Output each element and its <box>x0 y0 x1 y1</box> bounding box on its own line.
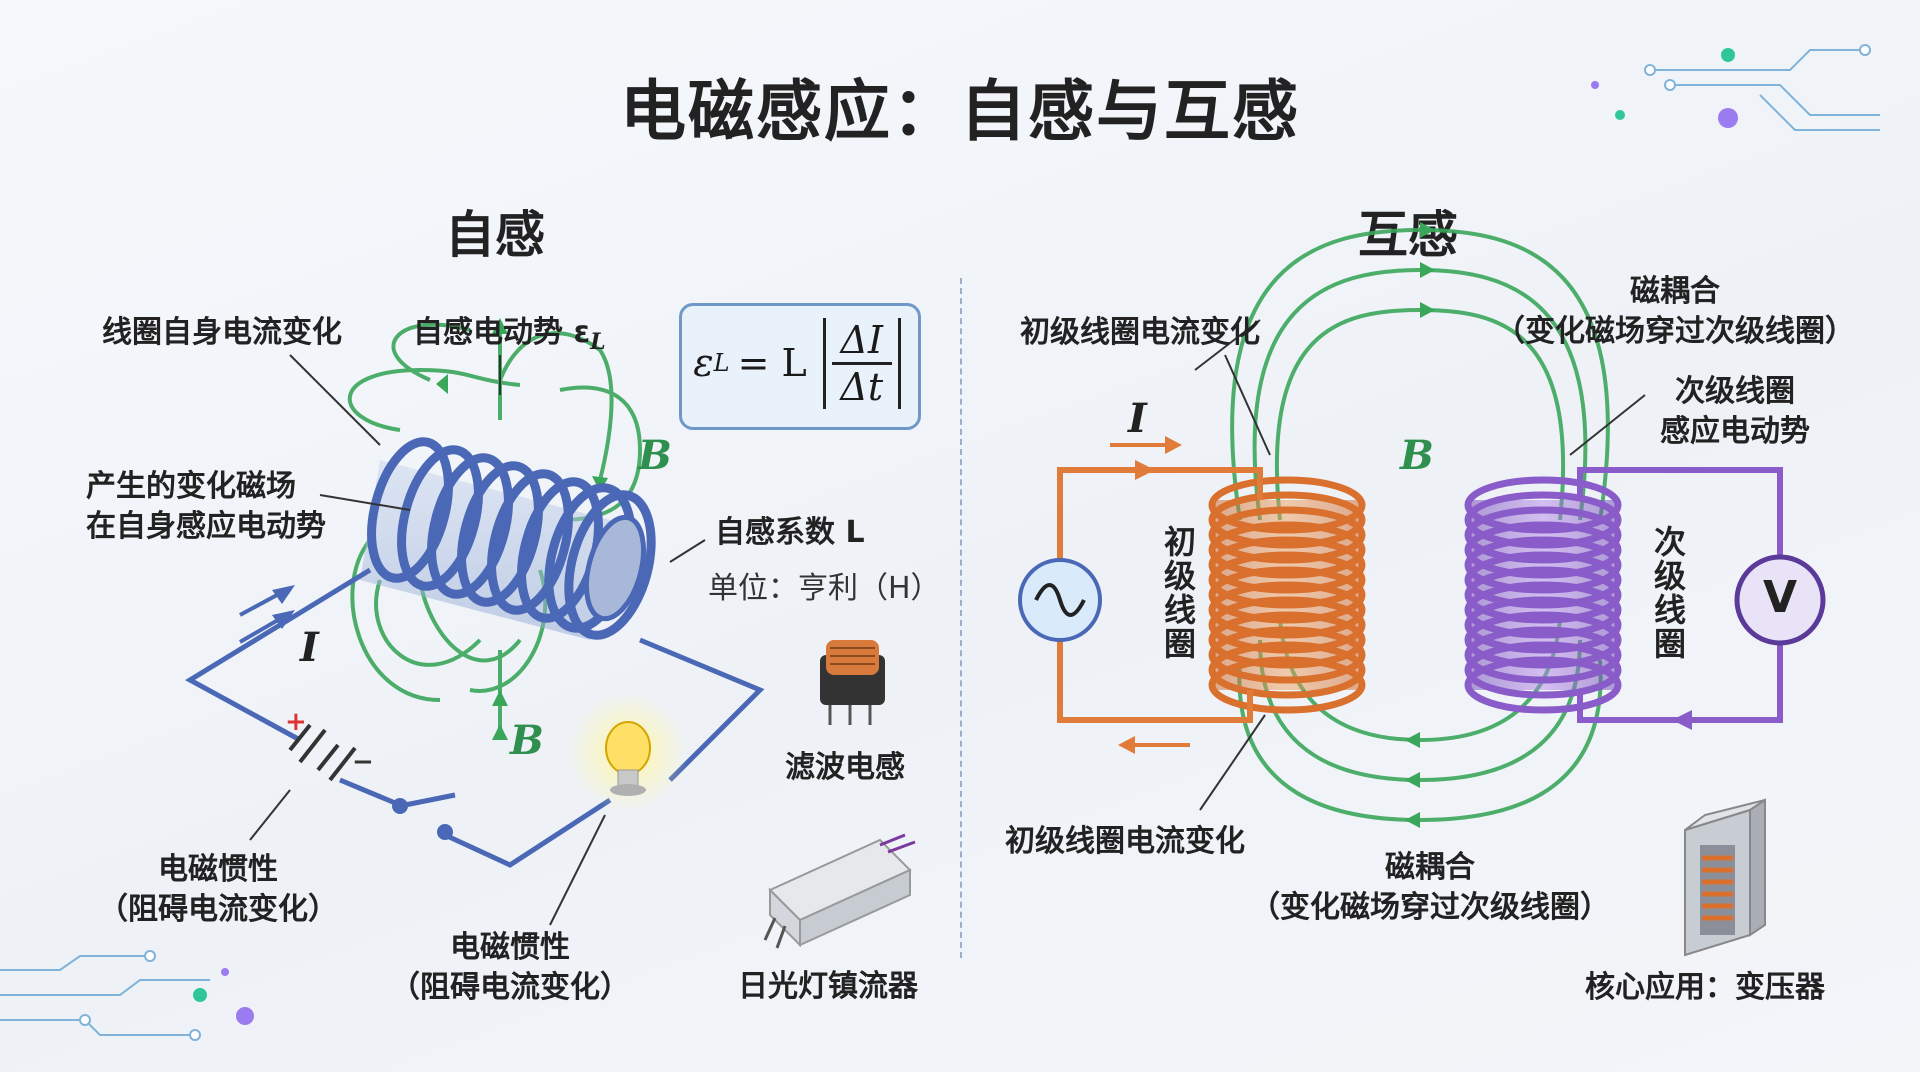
label-secondary-coil: 次级线圈 <box>1649 525 1687 661</box>
transformer-icon <box>1684 798 1766 957</box>
mutual-field-arrows <box>1405 222 1435 828</box>
label-primary-coil: 初级线圈 <box>1159 525 1197 661</box>
label-filter-inductor: 滤波电感 <box>785 750 905 785</box>
circuit-decoration-bottom-left <box>0 950 254 1041</box>
solenoid-coil <box>360 437 656 640</box>
symbol-I: I <box>300 624 319 671</box>
leader-lines <box>249 354 706 926</box>
page-title: 电磁感应：自感与互感 <box>620 73 1300 150</box>
primary-circuit-wire <box>1057 467 1263 723</box>
section-divider <box>960 278 962 958</box>
mutual-inductance-heading: 互感 <box>1358 206 1458 264</box>
filter-inductor-icon <box>820 640 885 725</box>
primary-current-arrows <box>1110 436 1190 754</box>
mutual-leader-lines <box>1194 319 1646 811</box>
symbol-B-mutual: B <box>1400 432 1434 479</box>
label-inertia-middle: 电磁惯性 （阻碍电流变化） <box>390 930 630 1005</box>
label-primary-current-top: 初级线圈电流变化 <box>1020 315 1260 350</box>
switch-icon <box>392 792 456 840</box>
battery-icon: + − <box>285 707 374 782</box>
ac-source-icon <box>1018 558 1102 642</box>
circuit-decoration-top-right <box>1591 44 1880 131</box>
svg-text:−: − <box>352 747 374 777</box>
symbol-B-top: B <box>638 432 672 479</box>
label-inductance-coefficient: 自感系数 L <box>715 515 865 550</box>
svg-text:+: + <box>285 707 307 737</box>
secondary-current-arrow <box>1672 710 1692 730</box>
label-secondary-emf: 次级线圈 感应电动势 <box>1660 374 1810 449</box>
ballast-icon <box>763 833 916 949</box>
mutual-inductance-illustration <box>1018 222 1826 957</box>
label-coupling-top: 磁耦合 （变化磁场穿过次级线圈） <box>1495 274 1855 349</box>
symbol-B-bottom: B <box>510 717 544 764</box>
voltmeter-label: V <box>1762 572 1798 623</box>
label-inertia-left: 电磁惯性 （阻碍电流变化） <box>98 852 338 927</box>
label-ballast: 日光灯镇流器 <box>738 969 918 1004</box>
label-unit: 单位：亨利（H） <box>708 571 941 606</box>
self-inductance-heading: 自感 <box>445 206 545 264</box>
label-self-emf: 自感电动势 εL <box>413 315 606 355</box>
formula-box <box>679 303 921 430</box>
label-core-application: 核心应用：变压器 <box>1585 970 1825 1005</box>
label-coupling-bottom: 磁耦合 （变化磁场穿过次级线圈） <box>1250 850 1610 925</box>
voltmeter-icon <box>1734 554 1826 646</box>
primary-coil <box>1208 476 1366 714</box>
current-arrows <box>238 585 295 644</box>
self-inductance-illustration: + − <box>185 318 916 949</box>
label-primary-current-bottom: 初级线圈电流变化 <box>1005 824 1245 859</box>
circuit-wire <box>185 567 765 868</box>
label-changing-field: 产生的变化磁场 在自身感应电动势 <box>86 469 326 544</box>
light-bulb-icon <box>568 692 688 812</box>
label-coil-current: 线圈自身电流变化 <box>102 315 342 350</box>
field-arrows <box>436 318 608 740</box>
symbol-I-mutual: I <box>1128 395 1147 442</box>
secondary-coil <box>1464 476 1622 714</box>
